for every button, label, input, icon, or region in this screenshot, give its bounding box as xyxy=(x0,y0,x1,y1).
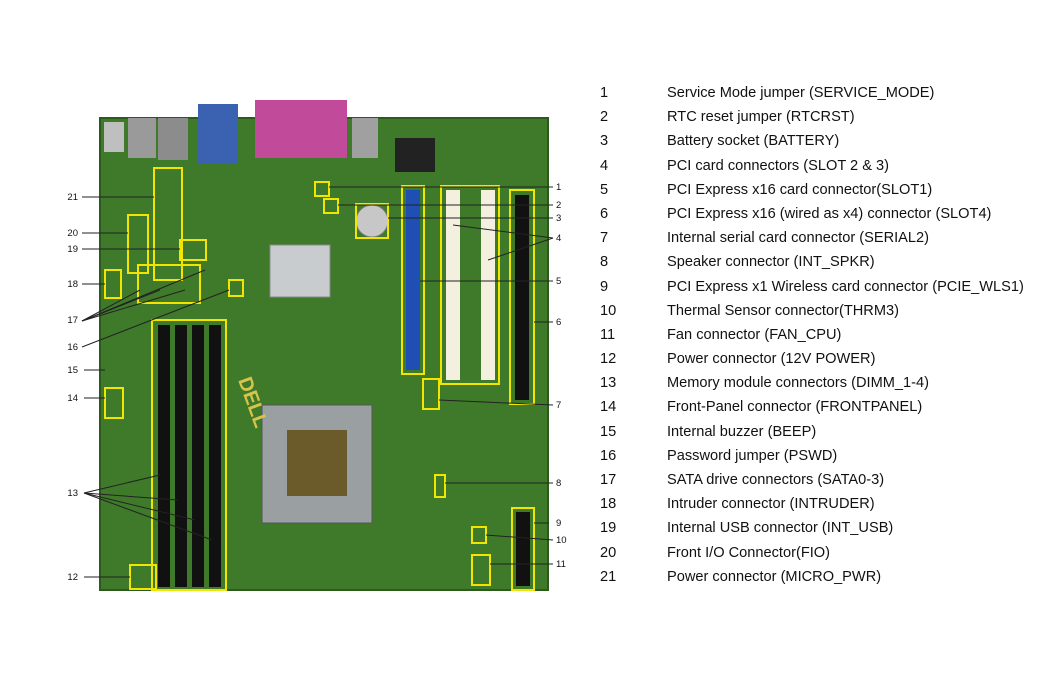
legend-number: 6 xyxy=(600,205,609,222)
legend-description: PCI Express x16 card connector(SLOT1) xyxy=(667,181,933,198)
legend-description: Power connector (12V POWER) xyxy=(667,351,876,368)
callout-number: 13 xyxy=(67,488,78,499)
callout-number: 17 xyxy=(67,315,78,326)
callout-number: 4 xyxy=(556,233,561,244)
pcie-x4-slot4 xyxy=(515,195,529,400)
callout-line xyxy=(83,474,161,494)
callout-line xyxy=(81,289,230,348)
rear-io-ports xyxy=(104,100,378,164)
legend-number: 18 xyxy=(600,496,617,513)
legend-number: 16 xyxy=(600,447,617,464)
callout-number: 18 xyxy=(67,279,78,290)
legend-description: Thermal Sensor connector(THRM3) xyxy=(667,302,899,319)
legend-description: Service Mode jumper (SERVICE_MODE) xyxy=(667,85,935,101)
callout-number: 8 xyxy=(556,478,561,489)
callout-line xyxy=(83,492,196,521)
callout-number: 3 xyxy=(556,213,561,224)
callout-line xyxy=(83,492,179,501)
callout-number: 20 xyxy=(67,228,78,239)
legend-description: Memory module connectors (DIMM_1-4) xyxy=(667,375,929,392)
legend-number: 17 xyxy=(600,472,617,488)
legend-number: 7 xyxy=(600,230,609,247)
legend-number: 8 xyxy=(600,254,609,271)
legend-description: Password jumper (PSWD) xyxy=(667,447,838,464)
legend-number: 13 xyxy=(600,375,617,392)
legend-number: 9 xyxy=(600,278,609,295)
callout-number: 19 xyxy=(67,244,78,255)
callout-number: 10 xyxy=(556,535,567,546)
legend-number: 20 xyxy=(600,544,617,561)
legend-number: 19 xyxy=(600,520,617,537)
legend-number: 4 xyxy=(600,157,609,174)
callout-number: 15 xyxy=(67,365,78,376)
legend-description: Internal serial card connector (SERIAL2) xyxy=(667,230,929,247)
legend-number: 2 xyxy=(600,109,609,126)
legend-description: Internal USB connector (INT_USB) xyxy=(667,520,894,537)
legend-description: Internal buzzer (BEEP) xyxy=(667,423,817,440)
legend-description: PCI Express x16 (wired as x4) connector … xyxy=(667,205,992,222)
legend-number: 15 xyxy=(600,423,617,440)
callout-number: 14 xyxy=(67,393,78,404)
callout-line xyxy=(438,399,554,406)
legend-description: Power connector (MICRO_PWR) xyxy=(667,568,882,585)
legend-description: Fan connector (FAN_CPU) xyxy=(667,326,842,343)
callout-line xyxy=(487,237,554,261)
callout-line xyxy=(452,224,554,239)
legend-description: Front-Panel connector (FRONTPANEL) xyxy=(667,399,923,416)
callout-line xyxy=(81,289,186,322)
battery-socket xyxy=(355,204,389,238)
callout-number: 12 xyxy=(67,572,78,583)
legend-description: Battery socket (BATTERY) xyxy=(667,133,840,150)
callout-line xyxy=(81,269,206,322)
legend-number: 5 xyxy=(600,181,609,198)
legend-number: 12 xyxy=(600,351,617,368)
callout-number: 11 xyxy=(556,559,566,570)
callout-number: 16 xyxy=(67,342,78,353)
callout-number: 7 xyxy=(556,400,561,411)
legend-number: 11 xyxy=(600,326,616,343)
legend-number: 10 xyxy=(600,302,617,319)
pci-slot2 xyxy=(446,190,460,380)
legend-description: Intruder connector (INTRUDER) xyxy=(667,496,875,513)
legend-description: Speaker connector (INT_SPKR) xyxy=(667,254,875,271)
legend-number: 1 xyxy=(600,85,609,101)
legend-description: PCI card connectors (SLOT 2 & 3) xyxy=(667,157,889,174)
highlight-boxes xyxy=(104,167,535,591)
io-chip xyxy=(395,138,435,172)
callout-number: 6 xyxy=(556,317,561,328)
legend-description: SATA drive connectors (SATA0-3) xyxy=(667,472,885,488)
legend-description: RTC reset jumper (RTCRST) xyxy=(667,109,855,126)
legend-number: 21 xyxy=(600,568,617,585)
callout-line xyxy=(83,492,213,541)
callout-number: 21 xyxy=(67,192,78,203)
chipset-heatsink xyxy=(269,244,331,298)
legend-number: 14 xyxy=(600,399,617,416)
pcie-x16-slot1 xyxy=(406,190,420,370)
legend-description: Front I/O Connector(FIO) xyxy=(667,544,831,561)
callout-number: 5 xyxy=(556,276,561,287)
callout-number: 1 xyxy=(556,182,561,193)
callout-number: 9 xyxy=(556,518,561,529)
callout-line xyxy=(485,534,554,541)
pci-slot3 xyxy=(481,190,495,380)
callout-number: 2 xyxy=(556,200,561,211)
legend-number: 3 xyxy=(600,133,609,150)
callout-lines xyxy=(81,186,554,578)
legend-description: PCI Express x1 Wireless card connector (… xyxy=(667,278,1024,295)
pcie-wls1-slot xyxy=(516,512,530,586)
callout-line xyxy=(81,289,141,322)
